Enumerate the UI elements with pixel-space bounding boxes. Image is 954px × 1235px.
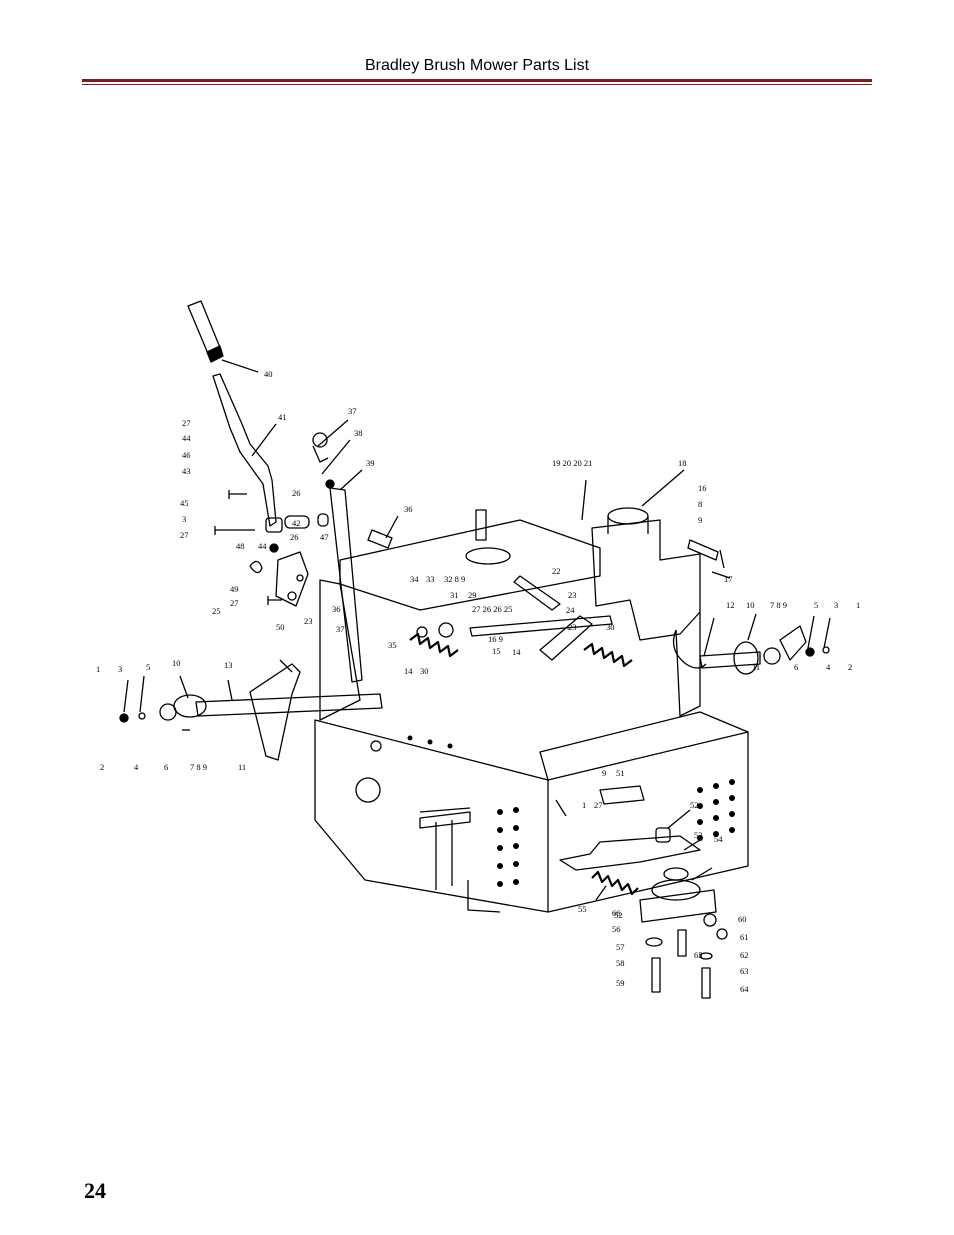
- callout-label: 58: [616, 958, 625, 968]
- callout-label: 52: [690, 800, 699, 810]
- callout-label: 4: [826, 662, 831, 672]
- callout-label: 24: [566, 605, 575, 615]
- page-number: 24: [84, 1178, 106, 1203]
- callout-label: 31: [450, 590, 459, 600]
- callout-label: 57: [616, 942, 625, 952]
- callout-label: 37: [348, 406, 357, 416]
- callout-label: 16 9: [488, 634, 503, 644]
- callout-label: 60: [738, 914, 747, 924]
- callout-label: 46: [182, 450, 191, 460]
- callout-label: 27: [230, 598, 239, 608]
- callout-label: 16: [698, 483, 707, 493]
- callout-label: 50: [276, 622, 285, 632]
- callout-label: 56: [612, 924, 621, 934]
- callout-label: 41: [278, 412, 287, 422]
- callout-label: 30: [606, 622, 615, 632]
- callout-label: 14: [512, 647, 521, 657]
- callout-label: 26: [292, 488, 301, 498]
- callout-label: 14: [404, 666, 413, 676]
- callout-label: 3: [834, 600, 838, 610]
- callout-label: 17: [724, 574, 733, 584]
- callout-label: 6: [164, 762, 168, 772]
- callout-label: 36: [332, 604, 341, 614]
- callout-label: 1: [582, 800, 586, 810]
- callout-label: 47: [320, 532, 329, 542]
- callout-label: 30: [420, 666, 429, 676]
- callout-label: 44: [182, 433, 191, 443]
- callout-label: 9: [602, 768, 606, 778]
- callout-label: 62: [740, 950, 749, 960]
- callout-label: 2: [848, 662, 852, 672]
- running-header: Bradley Brush Mower Parts List: [364, 57, 590, 74]
- callout-label: 44: [258, 541, 267, 551]
- callout-label: 23: [568, 590, 577, 600]
- callout-label: 25: [212, 606, 221, 616]
- callout-label: 36: [404, 504, 413, 514]
- callout-label: 39: [366, 458, 375, 468]
- callout-label: 55: [578, 904, 587, 914]
- callout-label: 52: [614, 910, 623, 920]
- callout-label: 59: [616, 978, 625, 988]
- callout-label: 51: [616, 768, 625, 778]
- callout-label: 64: [740, 984, 749, 994]
- callout-label: 66: [612, 908, 621, 918]
- callout-label: 45: [180, 498, 189, 508]
- callout-label: 7 8 9: [190, 762, 207, 772]
- callout-label: 7 8 9: [770, 600, 787, 610]
- callout-label: 11: [752, 662, 760, 672]
- callout-label: 27: [594, 800, 603, 810]
- callout-label: 4: [134, 762, 139, 772]
- callout-label: 6: [794, 662, 798, 672]
- callout-label: 33: [426, 574, 435, 584]
- callout-label: 9: [698, 515, 702, 525]
- header-rule-thick: [82, 79, 872, 82]
- callout-label: 23: [304, 616, 313, 626]
- callout-label: 8: [698, 499, 702, 509]
- callout-label: 38: [354, 428, 363, 438]
- callout-label: 13: [224, 660, 233, 670]
- callout-label: 43: [182, 466, 191, 476]
- callout-label: 49: [230, 584, 239, 594]
- callout-label: 27: [180, 530, 189, 540]
- callout-label: 22: [552, 566, 561, 576]
- callout-label: 5: [146, 662, 150, 672]
- callout-label: 61: [740, 932, 749, 942]
- callout-label: 26: [290, 532, 299, 542]
- callout-label: 37: [336, 624, 345, 634]
- callout-label: 54: [714, 834, 723, 844]
- callout-label: 1: [856, 600, 860, 610]
- callout-label: 53: [694, 830, 703, 840]
- callout-label: 11: [238, 762, 246, 772]
- callout-label: 42: [292, 518, 301, 528]
- callout-label: 19 20 20 21: [552, 458, 592, 468]
- callout-label: 63: [740, 966, 749, 976]
- callout-label: 40: [264, 369, 273, 379]
- callout-label: 1: [96, 664, 100, 674]
- callout-label: 2: [100, 762, 104, 772]
- header-rule-thin: [82, 84, 872, 85]
- callout-label: 3: [182, 514, 186, 524]
- callout-label: 5: [814, 600, 818, 610]
- callout-label: 10: [746, 600, 755, 610]
- callout-label: 23: [568, 622, 577, 632]
- callout-label: 27 26 26 25: [472, 604, 512, 614]
- callout-label: 65: [694, 950, 703, 960]
- callout-label: 34: [410, 574, 419, 584]
- callout-label: 12: [726, 600, 735, 610]
- callout-label: 35: [388, 640, 397, 650]
- callout-label: 27: [182, 418, 191, 428]
- callout-label: 29: [468, 590, 477, 600]
- callout-label: 3: [118, 664, 122, 674]
- callout-label: 10: [172, 658, 181, 668]
- callout-label: 18: [678, 458, 687, 468]
- callout-label: 15: [492, 646, 501, 656]
- callout-label: 32 8 9: [444, 574, 465, 584]
- callout-label: 48: [236, 541, 245, 551]
